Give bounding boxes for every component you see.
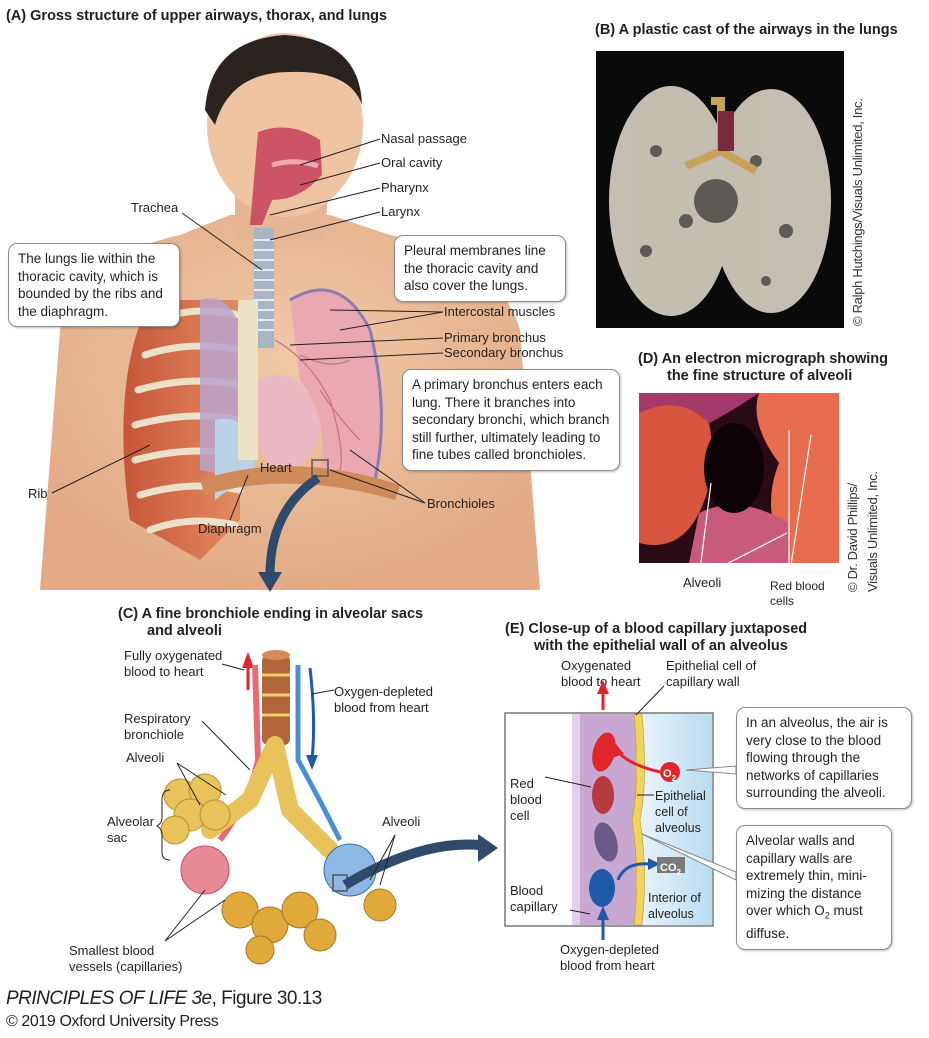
callout-thin-walls-text: Alveolar walls and capillary walls are e… — [746, 833, 867, 918]
callout-thin-walls-tail: must diffuse. — [746, 903, 863, 942]
label-oral-cavity: Oral cavity — [381, 155, 443, 170]
label-d-alveoli: Alveoli — [683, 575, 722, 590]
copyright: © 2019 Oxford University Press — [6, 1013, 219, 1030]
figure-number: , Figure 30.13 — [211, 988, 323, 1009]
panel-a-title: (A) Gross structure of upper airways, th… — [6, 8, 388, 24]
label-e-capillary-2: capillary — [510, 899, 558, 914]
co2-molecule-badge: CO2 — [660, 858, 681, 877]
label-e-epi-cap-1: Epithelial cell of — [666, 658, 757, 673]
label-c-oxygenated-2: blood to heart — [124, 664, 204, 679]
label-d-red-blood-2: cells — [770, 594, 795, 608]
label-nasal-passage: Nasal passage — [381, 131, 467, 146]
label-e-oxygenated-2: blood to heart — [561, 674, 641, 689]
label-e-rbc-1: Red — [510, 776, 534, 791]
label-pharynx: Pharynx — [381, 180, 429, 195]
label-e-oxygenated-1: Oxygenated — [561, 658, 632, 673]
label-larynx: Larynx — [381, 204, 421, 219]
electron-micrograph — [639, 393, 839, 579]
label-c-sac-1: Alveolar — [107, 814, 154, 829]
label-e-depleted-2: blood from heart — [560, 958, 655, 973]
label-secondary-bronchus: Secondary bronchus — [444, 345, 564, 360]
label-c-resp-2: bronchiole — [124, 727, 184, 742]
co2-subscript: 2 — [676, 868, 681, 878]
callout-primary-bronchus: A primary bronchus enters each lung. The… — [402, 369, 620, 471]
label-diaphragm: Diaphragm — [198, 521, 262, 536]
label-c-alveoli-left: Alveoli — [126, 750, 165, 765]
label-c-resp-1: Respiratory — [124, 711, 191, 726]
label-e-interior-2: alveolus — [648, 907, 694, 921]
label-e-interior-1: Interior of — [648, 891, 701, 905]
label-e-capillary-1: Blood — [510, 883, 544, 898]
callout-lungs-thoracic-cavity: The lungs lie within the thoracic cavity… — [8, 243, 180, 327]
figure-citation: PRINCIPLES OF LIFE 3e, Figure 30.13 — [6, 988, 322, 1010]
book-title: PRINCIPLES OF LIFE 3e — [6, 988, 212, 1009]
label-e-epi-cap-2: capillary wall — [666, 674, 740, 689]
panel-c-title-1: (C) A fine bronchiole ending in alveolar… — [118, 606, 424, 622]
label-c-alveoli-right: Alveoli — [382, 814, 421, 829]
label-c-sac-2: sac — [107, 830, 128, 845]
airway-cast-photo — [596, 51, 844, 328]
label-rib: Rib — [28, 486, 48, 501]
label-e-rbc-3: cell — [510, 808, 530, 823]
panel-e-title-2: with the epithelial wall of an alveolus — [534, 638, 788, 654]
label-e-rbc-2: blood — [510, 792, 542, 807]
label-e-epi-alv-3: alveolus — [655, 821, 701, 835]
label-c-depleted-2: blood from heart — [334, 700, 429, 715]
callout-pleural-membranes: Pleural membranes line the thoracic cavi… — [394, 235, 566, 302]
label-e-depleted-1: Oxygen-depleted — [560, 942, 660, 957]
label-e-epi-alv-1: Epithelial — [655, 789, 706, 803]
panel-e-title-1: (E) Close-up of a blood capillary juxtap… — [505, 621, 808, 637]
o2-molecule-badge: O2 — [663, 764, 676, 783]
label-c-capillaries-2: vessels (capillaries) — [69, 959, 183, 974]
label-bronchioles: Bronchioles — [427, 496, 495, 511]
label-d-red-blood-1: Red blood — [770, 579, 825, 593]
label-primary-bronchus: Primary bronchus — [444, 330, 546, 345]
label-heart: Heart — [260, 460, 292, 475]
co2-text: CO — [660, 862, 677, 874]
label-trachea: Trachea — [131, 200, 179, 215]
o2-text: O — [663, 768, 672, 780]
panel-d-title-1: (D) An electron micrograph showing — [638, 351, 889, 367]
label-c-depleted-1: Oxygen-depleted — [334, 684, 434, 699]
o2-subscript: 2 — [671, 774, 677, 784]
panel-c-title-2: and alveoli — [147, 623, 222, 639]
label-c-capillaries-1: Smallest blood — [69, 943, 155, 958]
label-c-oxygenated-1: Fully oxygenated — [124, 648, 223, 663]
callout-thin-walls: Alveolar walls and capillary walls are e… — [736, 825, 892, 950]
callout-air-close-to-blood: In an alveolus, the air is very close to… — [736, 707, 912, 809]
callout-thin-walls-subscript: 2 — [824, 910, 830, 921]
label-intercostal-muscles: Intercostal muscles — [444, 304, 556, 319]
label-e-epi-alv-2: cell of — [655, 805, 688, 819]
panel-d-title-2: the fine structure of alveoli — [667, 368, 853, 384]
panel-b-title: (B) A plastic cast of the airways in the… — [595, 22, 898, 38]
